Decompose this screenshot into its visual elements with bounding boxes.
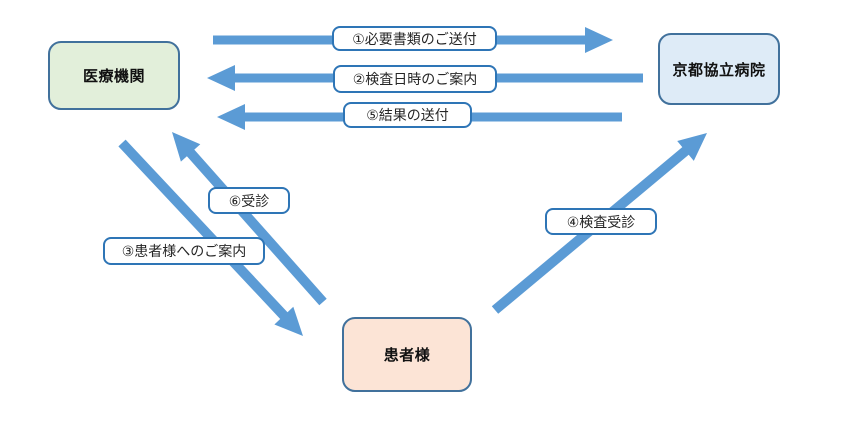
- node-kyoto-kyoritsu-hospital: 京都協立病院: [658, 33, 780, 105]
- flow-label-3-guidance-to-patient: ③患者様へのご案内: [103, 237, 265, 265]
- arrow-flow-6: [172, 132, 327, 306]
- flow-label-6-text: ⑥受診: [228, 192, 270, 209]
- node-patient-label: 患者様: [383, 347, 431, 364]
- flow-label-5-text: ⑤結果の送付: [366, 107, 449, 123]
- flow-label-4-text: ④検査受診: [566, 213, 636, 230]
- flow-label-1-send-documents: ①必要書類のご送付: [332, 26, 497, 51]
- flow-label-6-consultation: ⑥受診: [208, 187, 290, 214]
- flow-label-3-text: ③患者様へのご案内: [121, 243, 247, 259]
- flow-label-1-text: ①必要書類のご送付: [352, 30, 477, 47]
- node-medical-label: 医療機関: [82, 68, 145, 85]
- flow-label-4-exam-visit: ④検査受診: [545, 208, 657, 235]
- flow-label-5-send-results: ⑤結果の送付: [343, 102, 472, 128]
- node-patient: 患者様: [342, 317, 472, 392]
- flow-label-2-exam-schedule-notice: ②検査日時のご案内: [333, 65, 497, 93]
- node-hospital-label: 京都協立病院: [672, 61, 766, 79]
- node-medical-institution: 医療機関: [48, 41, 180, 110]
- flow-label-2-text: ②検査日時のご案内: [352, 71, 478, 87]
